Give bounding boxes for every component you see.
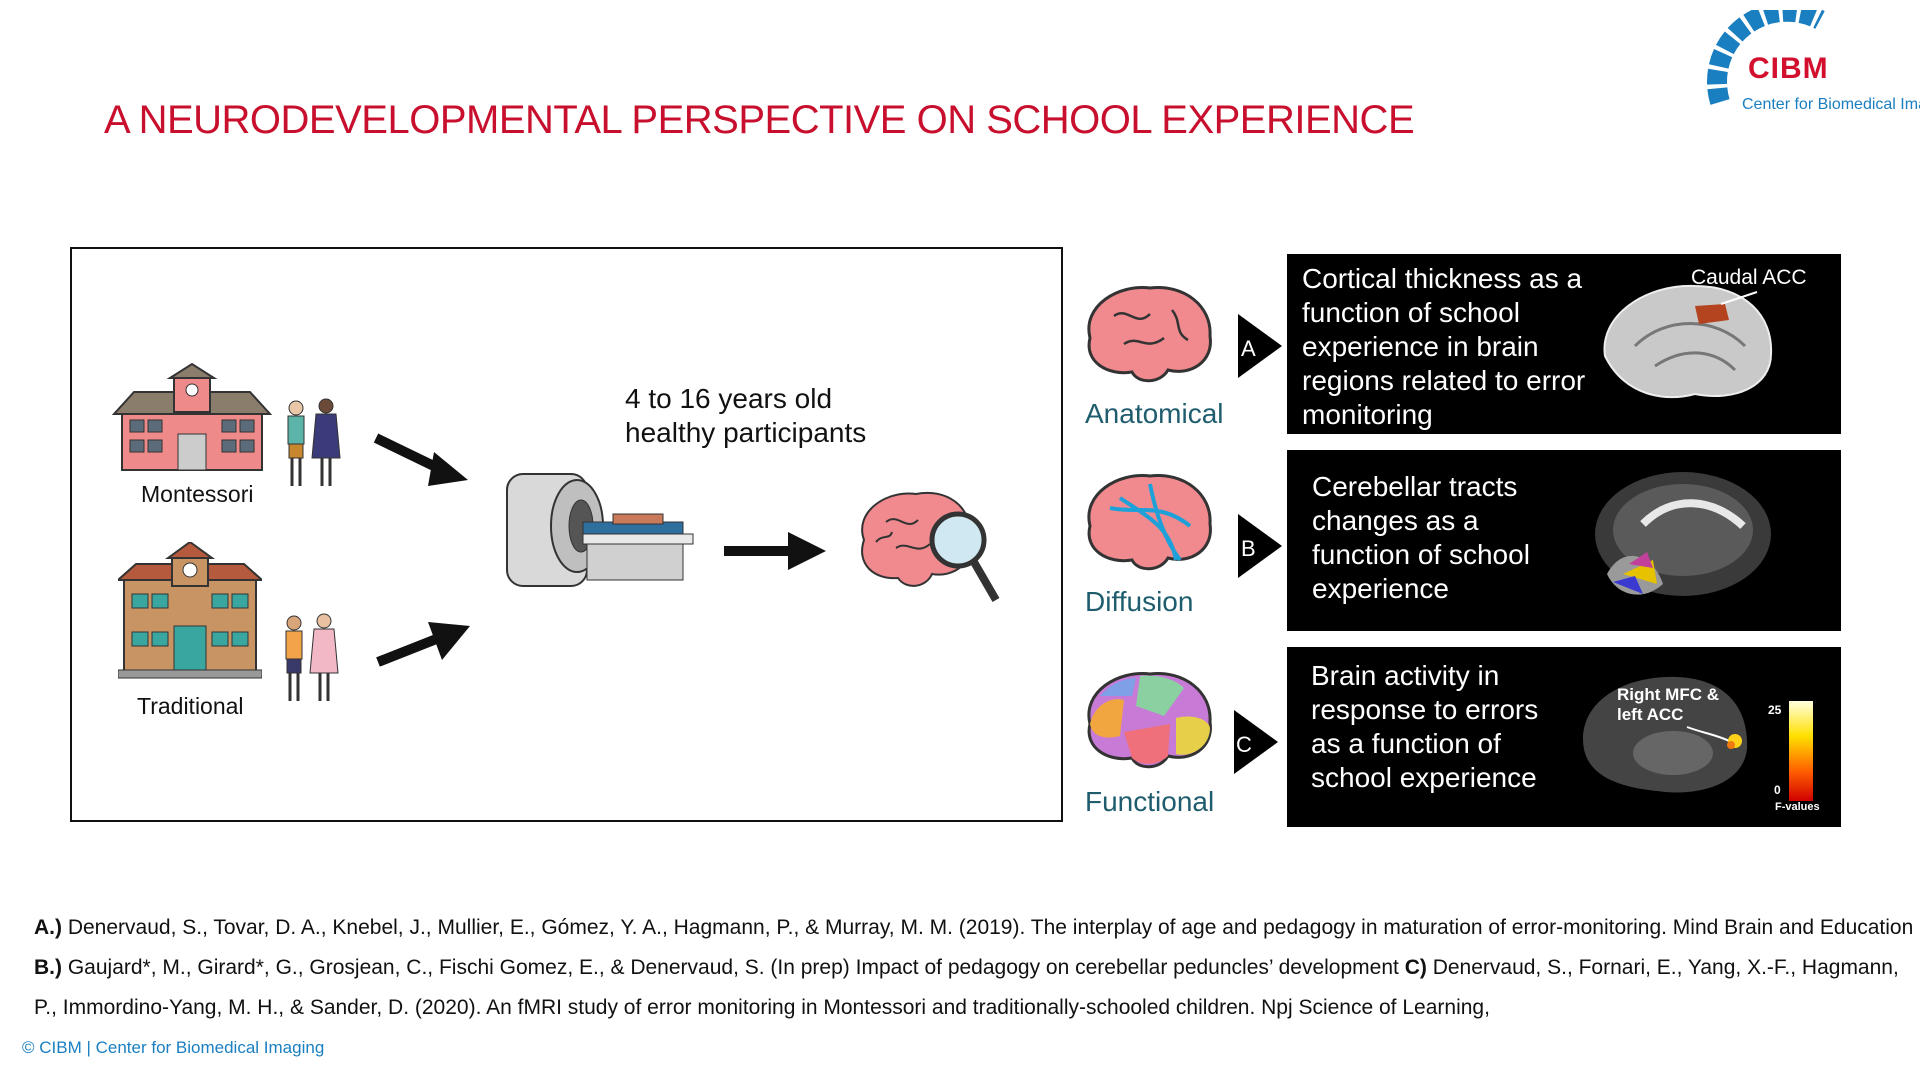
school-label-traditional: Traditional bbox=[137, 693, 244, 719]
anatomical-brain-icon bbox=[1087, 286, 1212, 383]
ref-c-tag: C) bbox=[1404, 956, 1427, 979]
ref-c-text: Denervaud, S., Fornari, E., Yang, X.-F.,… bbox=[34, 956, 1899, 1019]
modality-label-anatomical: Anatomical bbox=[1085, 398, 1224, 429]
modality-label-diffusion: Diffusion bbox=[1085, 586, 1194, 617]
panel-c-text: Brain activity in response to errors as … bbox=[1311, 660, 1539, 793]
panel-a-text: Cortical thickness as a function of scho… bbox=[1302, 263, 1586, 430]
ref-b-text: Gaujard*, M., Girard*, G., Grosjean, C.,… bbox=[62, 956, 1405, 979]
modality-label-functional: Functional bbox=[1085, 786, 1215, 817]
diffusion-brain-icon bbox=[1087, 474, 1212, 571]
brain-magnifier-icon bbox=[861, 491, 1000, 603]
children-icon bbox=[285, 613, 339, 701]
study-design-box bbox=[70, 247, 1063, 822]
montessori-school-icon bbox=[112, 362, 272, 471]
cibm-logo bbox=[1707, 10, 1825, 105]
panel-c-region-label: Right MFC & left ACC bbox=[1617, 685, 1719, 724]
school-label-montessori: Montessori bbox=[141, 481, 254, 507]
arrow-right-icon bbox=[724, 532, 826, 570]
arrow-right-icon bbox=[376, 622, 470, 667]
logo-tagline: Center for Biomedical Imaging bbox=[1742, 96, 1920, 113]
cortical-brain-image bbox=[1603, 284, 1773, 399]
pointer-triangle-icon bbox=[1238, 514, 1282, 578]
panel-a-region-label: Caudal ACC bbox=[1691, 266, 1807, 289]
leader-line bbox=[1720, 291, 1758, 305]
panel-b-text: Cerebellar tracts changes as a function … bbox=[1312, 471, 1530, 604]
fvalue-colorbar bbox=[1789, 701, 1813, 801]
ref-b-tag: B.) bbox=[34, 956, 62, 979]
participants-age: 4 to 16 years old bbox=[625, 383, 833, 414]
logo-wordmark: CIBM bbox=[1748, 52, 1829, 85]
colorbar-min: 0 bbox=[1774, 783, 1781, 797]
panel-letter-a: A bbox=[1241, 336, 1256, 361]
copyright-footer: © CIBM | Center for Biomedical Imaging bbox=[22, 1038, 325, 1057]
arrow-right-icon bbox=[373, 433, 468, 486]
cerebellar-tract-image bbox=[1595, 472, 1771, 596]
references: A.) Denervaud, S., Tovar, D. A., Knebel,… bbox=[34, 908, 1914, 1028]
panel-letter-b: B bbox=[1241, 536, 1256, 561]
finding-panel-a: Cortical thickness as a function of scho… bbox=[1287, 254, 1841, 434]
children-icon bbox=[287, 398, 341, 486]
participants-description: 4 to 16 years old healthy participants bbox=[625, 382, 866, 450]
pointer-triangle-icon bbox=[1234, 710, 1278, 774]
mri-scanner-icon bbox=[506, 473, 694, 587]
finding-panel-c: Brain activity in response to errors as … bbox=[1287, 647, 1841, 827]
colorbar-max: 25 bbox=[1768, 703, 1782, 717]
ref-a-tag: A.) bbox=[34, 916, 62, 939]
page-title: A NEURODEVELOPMENTAL PERSPECTIVE ON SCHO… bbox=[104, 98, 1415, 142]
participants-health: healthy participants bbox=[625, 417, 867, 448]
fmri-activation-image bbox=[1583, 676, 1748, 793]
finding-panel-b: Cerebellar tracts changes as a function … bbox=[1287, 450, 1841, 631]
ref-a-text: Denervaud, S., Tovar, D. A., Knebel, J.,… bbox=[62, 916, 1914, 939]
colorbar-label: F-values bbox=[1775, 801, 1820, 813]
functional-brain-icon bbox=[1087, 672, 1212, 769]
panel-letter-c: C bbox=[1236, 732, 1252, 757]
pointer-triangle-icon bbox=[1238, 314, 1282, 378]
traditional-school-icon bbox=[118, 542, 262, 679]
